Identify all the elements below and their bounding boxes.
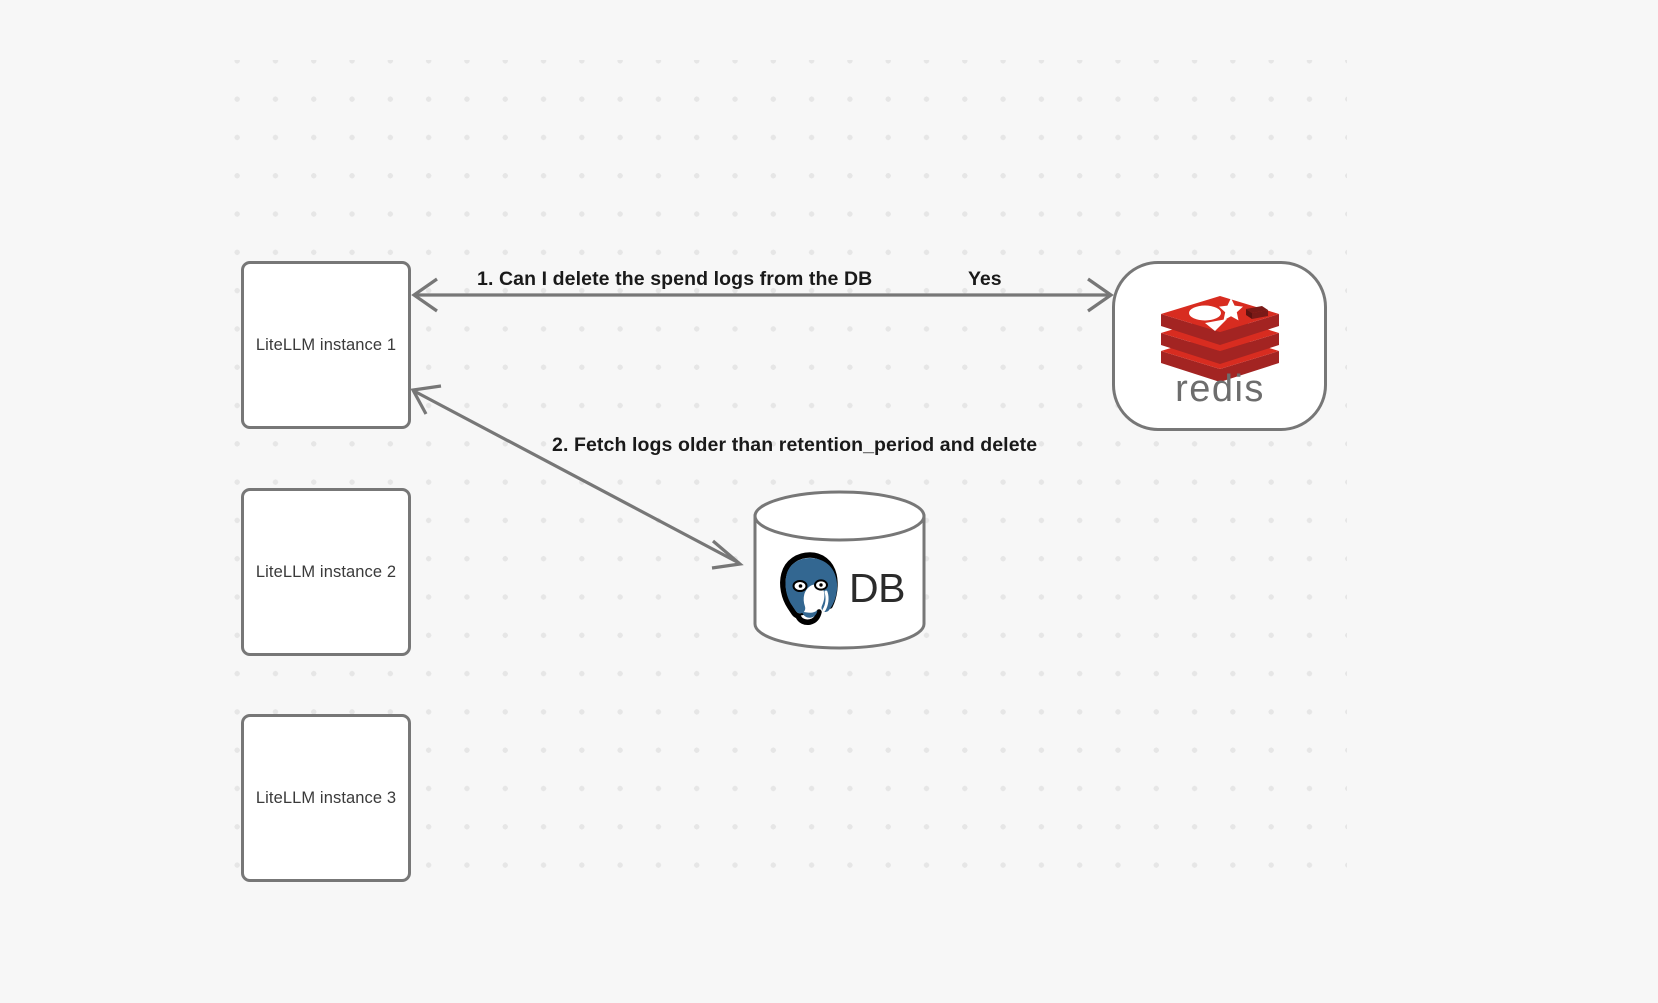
node-litellm-instance-2[interactable]: LiteLLM instance 2 [241, 488, 411, 656]
edge-label-yes: Yes [968, 268, 1002, 290]
postgresql-elephant-icon [780, 552, 838, 625]
cylinder-shape [753, 490, 926, 650]
node-litellm-instance-1[interactable]: LiteLLM instance 1 [241, 261, 411, 429]
redis-logo-icon: redis [1160, 296, 1279, 407]
node-litellm-instance-3[interactable]: LiteLLM instance 3 [241, 714, 411, 882]
node-database[interactable]: DB [753, 490, 926, 650]
node-label-instance-2: LiteLLM instance 2 [255, 562, 397, 581]
edge-label-step-1: 1. Can I delete the spend logs from the … [477, 268, 873, 290]
redis-wordmark: redis [1175, 368, 1265, 407]
redis-stack-glyph [1160, 296, 1279, 382]
grid-mask-right [1347, 0, 1658, 1003]
grid-mask-top [0, 0, 1658, 60]
edge-db-to-instance-1 [410, 384, 744, 570]
database-logo-group: DB [753, 545, 926, 631]
svg-text:redis: redis [1175, 368, 1265, 407]
database-label: DB [849, 564, 905, 611]
node-redis[interactable]: redis [1112, 261, 1327, 431]
node-label-instance-3: LiteLLM instance 3 [255, 788, 397, 807]
node-label-instance-1: LiteLLM instance 1 [255, 335, 397, 354]
grid-mask-bottom [0, 888, 1658, 1003]
edge-label-step-2: 2. Fetch logs older than retention_perio… [552, 434, 1038, 456]
grid-mask-left [0, 0, 206, 1003]
